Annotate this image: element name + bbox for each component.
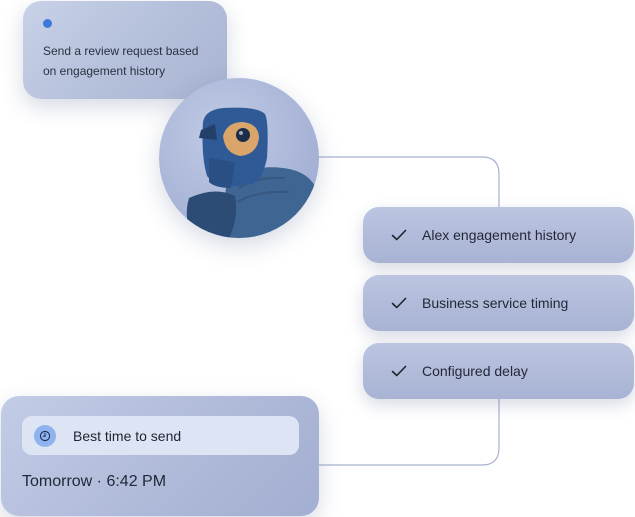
checkmark-icon	[389, 225, 409, 245]
check-item-label: Alex engagement history	[422, 227, 577, 243]
bird-avatar	[159, 78, 319, 238]
clock-icon	[34, 424, 56, 447]
check-item-label: Configured delay	[422, 363, 528, 379]
check-item-service-timing: Business service timing	[363, 275, 634, 331]
check-item-configured-delay: Configured delay	[363, 343, 634, 399]
best-time-to-send-chip: Best time to send	[22, 416, 299, 455]
bird-avatar-icon	[186, 107, 319, 238]
review-request-text-line-2: on engagement history	[43, 64, 166, 78]
checkmark-icon	[389, 293, 409, 313]
status-dot	[43, 19, 52, 28]
check-item-engagement-history: Alex engagement history	[363, 207, 634, 263]
check-item-label: Business service timing	[422, 295, 569, 311]
review-request-card: Send a review request based on engagemen…	[23, 1, 227, 99]
best-time-label: Best time to send	[73, 427, 182, 444]
review-request-text: Send a review request based on engagemen…	[43, 41, 207, 81]
review-request-text-line-1: Send a review request based	[43, 44, 199, 58]
checkmark-icon	[389, 361, 409, 381]
send-time-result-card: Best time to send Tomorrow · 6:42 PM	[1, 396, 319, 516]
scheduled-send-time: Tomorrow · 6:42 PM	[22, 473, 167, 490]
